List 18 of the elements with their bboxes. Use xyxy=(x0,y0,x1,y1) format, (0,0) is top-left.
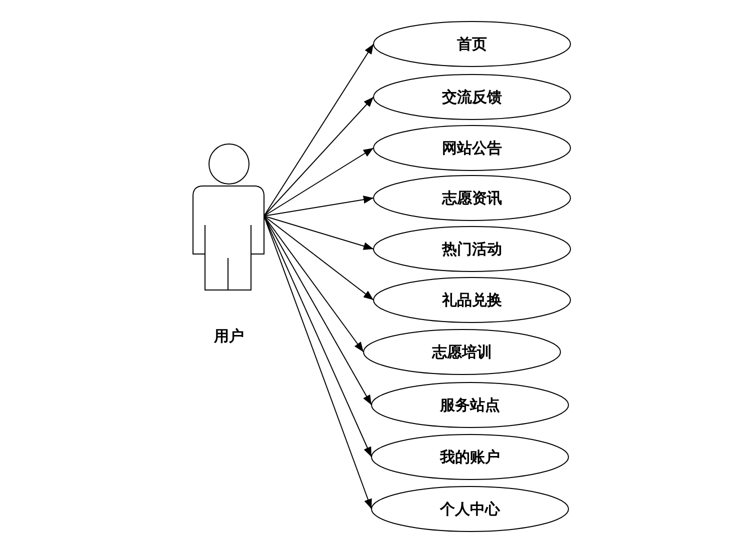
use-case-label: 志愿资讯 xyxy=(442,189,502,207)
arrow xyxy=(264,216,374,300)
use-case-label: 个人中心 xyxy=(440,500,500,518)
use-case-label: 志愿培训 xyxy=(432,343,492,361)
arrow xyxy=(264,148,374,216)
actor-label: 用户 xyxy=(212,327,245,345)
arrow xyxy=(264,44,374,216)
arrow xyxy=(264,196,374,216)
use-case-label: 热门活动 xyxy=(442,240,502,258)
use-case-label: 首页 xyxy=(457,35,487,53)
use-case-label: 交流反馈 xyxy=(442,88,502,106)
arrow xyxy=(264,216,364,352)
use-case-label: 网站公告 xyxy=(442,139,502,157)
arrow xyxy=(264,216,374,250)
arrow xyxy=(264,96,374,216)
use-case-label: 服务站点 xyxy=(440,396,500,414)
use-case-label: 我的账户 xyxy=(440,448,500,466)
use-case-label: 礼品兑换 xyxy=(442,291,502,309)
